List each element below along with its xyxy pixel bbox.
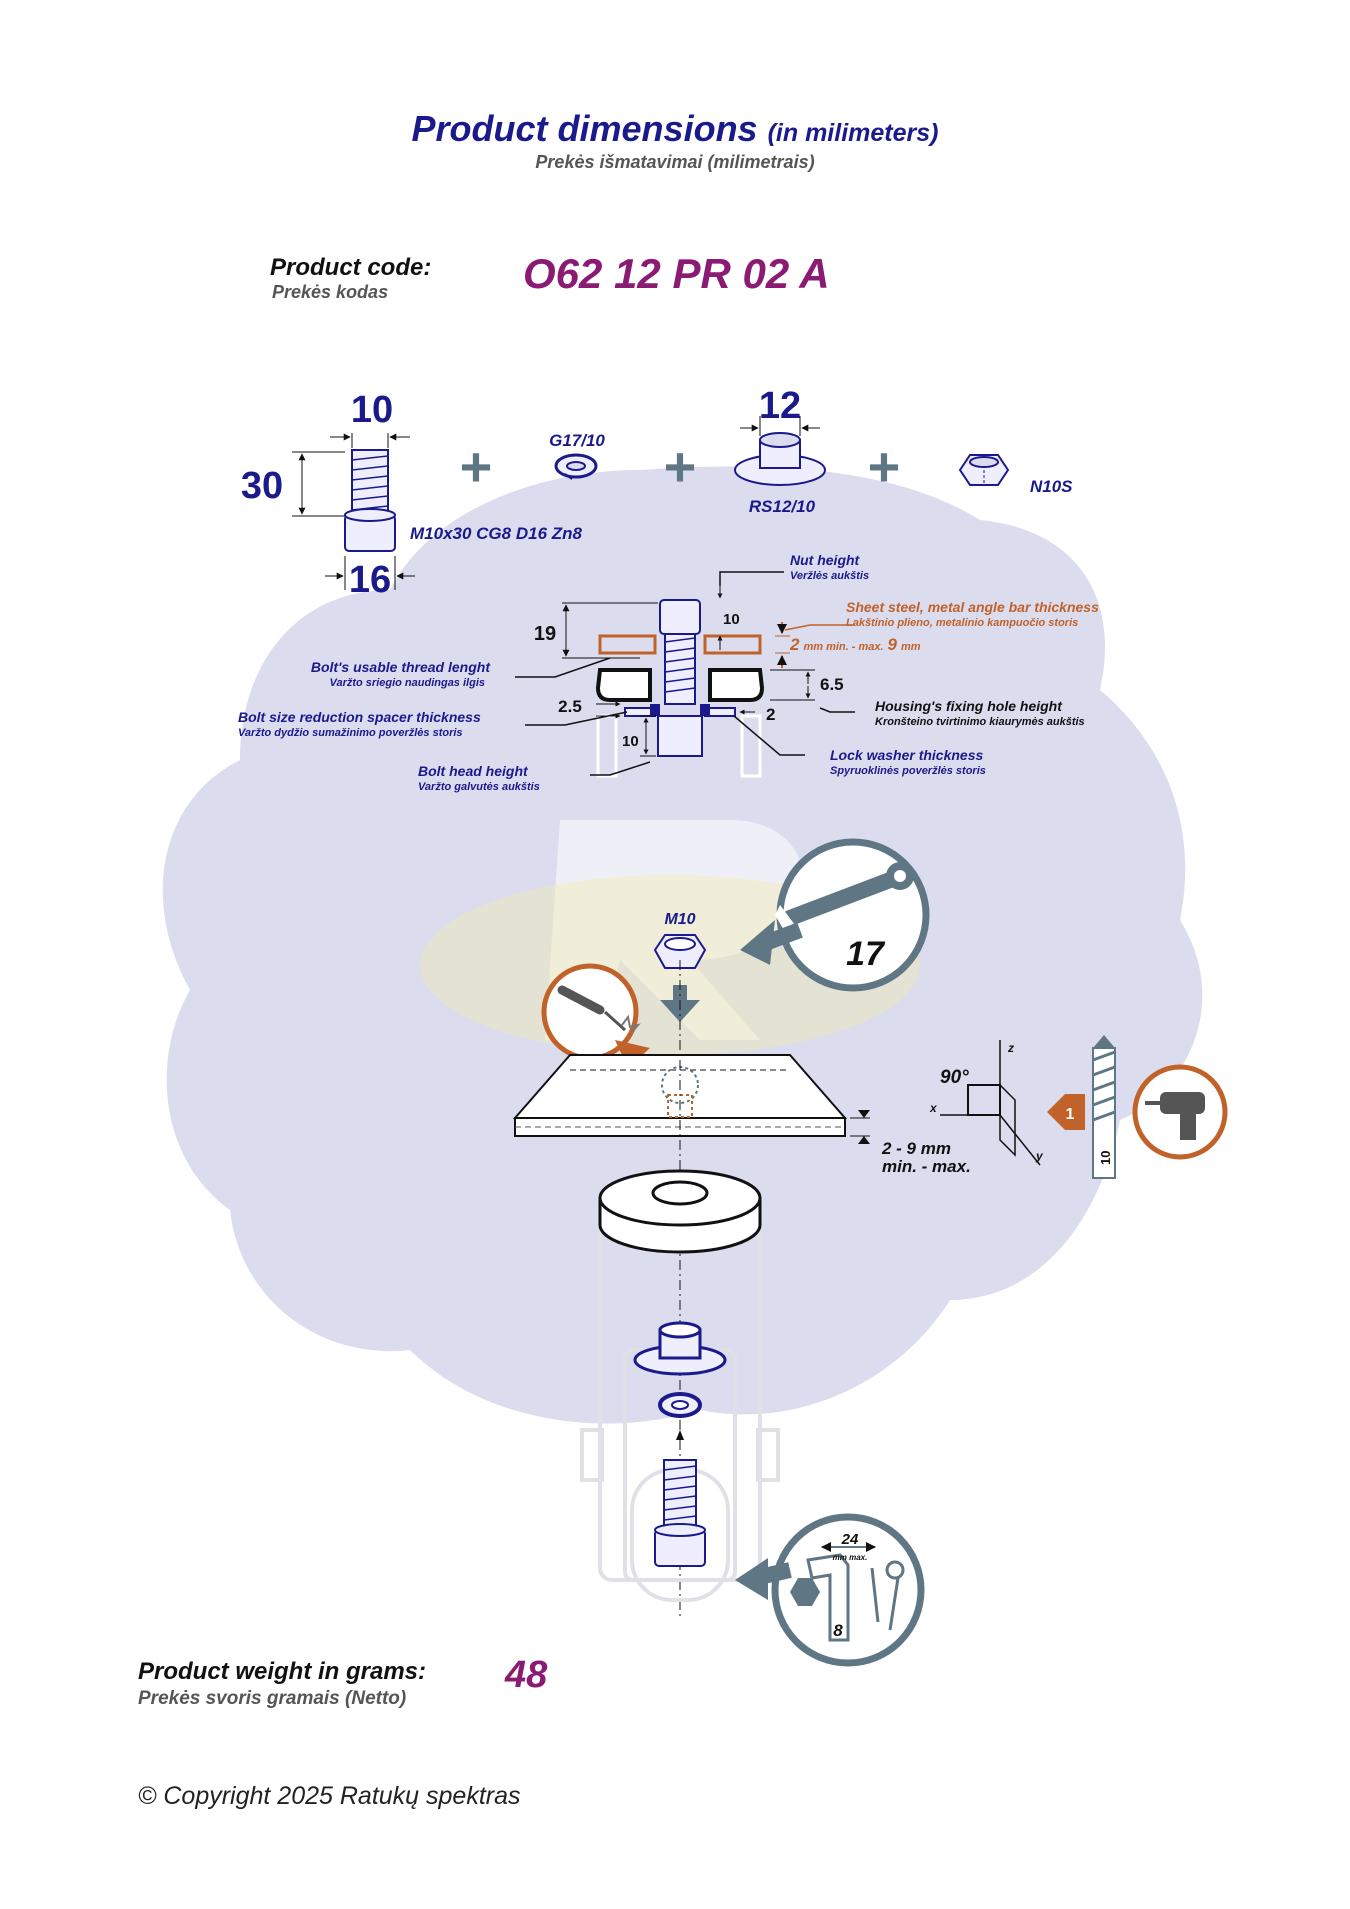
bolt-spec: M10x30 CG8 D16 Zn8 <box>410 524 583 543</box>
hex-key-max: 24 <box>841 1531 859 1548</box>
install-bolt <box>654 1459 706 1567</box>
hex-nut-icon <box>790 1578 820 1606</box>
copyright: © Copyright 2025 Ratukų spektras <box>138 1782 521 1810</box>
dim-thread-19: 19 <box>534 623 556 645</box>
title-text: Product dimensions <box>411 108 758 149</box>
plus-icon: + <box>460 435 493 498</box>
weight-label: Product weight in grams: <box>138 1658 427 1685</box>
bolt-part <box>344 449 396 552</box>
callout-thread-lt: Varžto sriegio naudingas ilgis <box>330 677 485 689</box>
install-nut <box>653 934 707 969</box>
step-marker <box>1047 1094 1085 1130</box>
callout-thread: Bolt's usable thread lenght <box>311 659 491 675</box>
page-subtitle: Prekės išmatavimai (milimetrais) <box>535 152 815 172</box>
flat-washer-code: RS12/10 <box>749 497 816 516</box>
product-code-label-lt: Prekės kodas <box>272 282 389 302</box>
dim-head-10: 10 <box>622 733 639 750</box>
dim-nut-10: 10 <box>723 611 740 628</box>
callout-spacer-lt: Varžto dydžio sumažinimo poveržlės stori… <box>238 727 463 739</box>
dim-housing-6-5: 6.5 <box>820 675 844 694</box>
angle-label: 90° <box>940 1067 969 1088</box>
nut-part <box>958 454 1010 486</box>
welding-icon <box>557 985 641 1033</box>
arrow-head-icon <box>740 920 775 965</box>
drill-bit-icon <box>1092 1035 1116 1179</box>
hex-key-icon <box>806 1553 850 1642</box>
plus-icon: + <box>868 435 901 498</box>
hex-key-max-sub: mm max. <box>833 1553 868 1562</box>
install-small-washer <box>633 1321 727 1376</box>
product-code-value: O62 12 PR 02 A <box>523 250 830 297</box>
drill-size: 10 <box>1098 1151 1113 1165</box>
assembly-section <box>595 599 765 778</box>
sheet-range-max: 9 <box>888 635 898 654</box>
arrow-head-icon <box>735 1558 768 1600</box>
bolt-diameter: 10 <box>351 389 393 431</box>
axis-y: y <box>1035 1149 1044 1163</box>
callout-sheet: Sheet steel, metal angle bar thickness <box>846 599 1099 615</box>
step-number: 1 <box>1066 1106 1075 1123</box>
down-arrow-icon <box>660 1000 700 1022</box>
bolt-length: 30 <box>241 465 283 507</box>
callout-head: Bolt head height <box>418 763 529 779</box>
install-lock-washer <box>658 1392 702 1418</box>
sheet-range-min: 2 <box>789 635 800 654</box>
weight-label-lt: Prekės svoris gramais (Netto) <box>138 1688 407 1709</box>
title-unit: (in milimeters) <box>767 119 939 147</box>
sheet-range-mid: mm min. - max. <box>803 641 883 653</box>
wrench-size: 17 <box>846 935 886 973</box>
callout-housing-lt: Kronšteino tvirtinimo kiaurymės aukštis <box>875 716 1085 728</box>
axis-x: x <box>929 1101 938 1115</box>
callout-sheet-lt: Lakštinio plieno, metalinio kampuočio st… <box>846 617 1078 629</box>
install-nut-label: M10 <box>664 911 695 928</box>
dim-spacer-2-5: 2.5 <box>558 697 582 716</box>
sheet-range-unit: mm <box>901 641 921 653</box>
washer-inner-diameter: 12 <box>759 385 801 427</box>
lock-washer-part <box>554 453 598 480</box>
callout-lockwasher-lt: Spyruoklinės poveržlės storis <box>830 765 986 777</box>
plate-range: 2 - 9 mm <box>881 1139 951 1158</box>
flat-washer-part <box>734 432 826 486</box>
axis-z: z <box>1007 1041 1014 1055</box>
lock-washer-code: G17/10 <box>549 431 605 450</box>
hex-key-size: 8 <box>833 1621 843 1640</box>
callout-spacer: Bolt size reduction spacer thickness <box>238 709 481 725</box>
nut-code: N10S <box>1030 477 1073 496</box>
dim-lockwasher-2: 2 <box>766 705 775 724</box>
plate-range-sub: min. - max. <box>882 1157 971 1176</box>
page-title: Product dimensions (in milimeters) <box>0 108 1350 150</box>
callout-nut-height-lt: Veržlės aukštis <box>790 570 869 582</box>
plus-icon: + <box>664 435 697 498</box>
install-flat-washer <box>598 1169 762 1254</box>
callout-housing: Housing's fixing hole height <box>875 698 1063 714</box>
bolt-head-diameter: 16 <box>349 559 391 601</box>
callout-nut-height: Nut height <box>790 552 861 568</box>
callout-lockwasher: Lock washer thickness <box>830 747 984 763</box>
angle-diagram <box>940 1040 1041 1166</box>
weight-value: 48 <box>505 1654 548 1696</box>
product-code-label: Product code: <box>270 254 432 281</box>
callout-head-lt: Varžto galvutės aukštis <box>418 781 540 793</box>
power-drill-icon <box>1145 1092 1205 1140</box>
